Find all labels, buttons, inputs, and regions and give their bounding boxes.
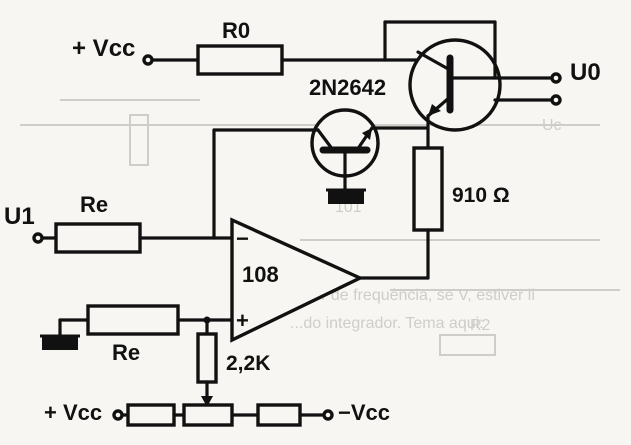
- bleed-line-2: ...do integrador. Tema aqui:: [290, 315, 484, 332]
- top-supply-branch: [142, 44, 449, 76]
- label-output: U0: [570, 59, 601, 86]
- bleed-uc: Uc: [542, 117, 562, 134]
- label-vcc-bottom-neg: −Vcc: [338, 400, 390, 425]
- input-branch: [32, 222, 234, 254]
- bleed-r2: R2: [470, 317, 491, 334]
- label-minus: −: [236, 226, 249, 251]
- ground-icon-top: [326, 188, 366, 204]
- label-r0: R0: [222, 18, 250, 43]
- label-910: 910 Ω: [452, 184, 510, 207]
- output-transistor: [408, 38, 554, 132]
- feedback-transistor: [310, 108, 380, 204]
- resistor-re-input: [54, 222, 142, 254]
- noninverting-branch: [40, 304, 234, 407]
- resistor-re-ground: [86, 304, 180, 336]
- label-opamp: 108: [242, 262, 279, 287]
- label-transistor-model: 2N2642: [309, 75, 386, 100]
- resistor-910: [412, 146, 444, 232]
- label-vcc-top: + Vcc: [72, 35, 135, 62]
- vcc-bottom-neg-terminal: [322, 409, 334, 421]
- label-re-input: Re: [80, 192, 108, 217]
- bleed-line-1: ...dor de frequência, se V, estiver li: [290, 287, 535, 304]
- resistor-r0: [196, 44, 284, 76]
- resistor-bottom-right: [256, 403, 302, 427]
- pot-wiper-icon: [201, 396, 213, 407]
- ground-icon-left: [40, 334, 80, 350]
- opamp-108: [230, 217, 365, 343]
- label-re-ground: Re: [112, 340, 140, 365]
- resistor-22k: [196, 332, 218, 384]
- potentiometer: [182, 403, 234, 427]
- bottom-supply-chain: [112, 403, 334, 427]
- label-vcc-bottom-pos: + Vcc: [44, 400, 102, 425]
- output-terminal: [550, 72, 562, 84]
- emitter-arrow-2-icon: [362, 128, 372, 140]
- label-input: U1: [4, 203, 35, 230]
- label-22k: 2,2K: [226, 352, 270, 375]
- resistor-bottom-left: [126, 403, 176, 427]
- label-plus: +: [236, 308, 249, 333]
- emitter-arrow-icon: [428, 104, 441, 116]
